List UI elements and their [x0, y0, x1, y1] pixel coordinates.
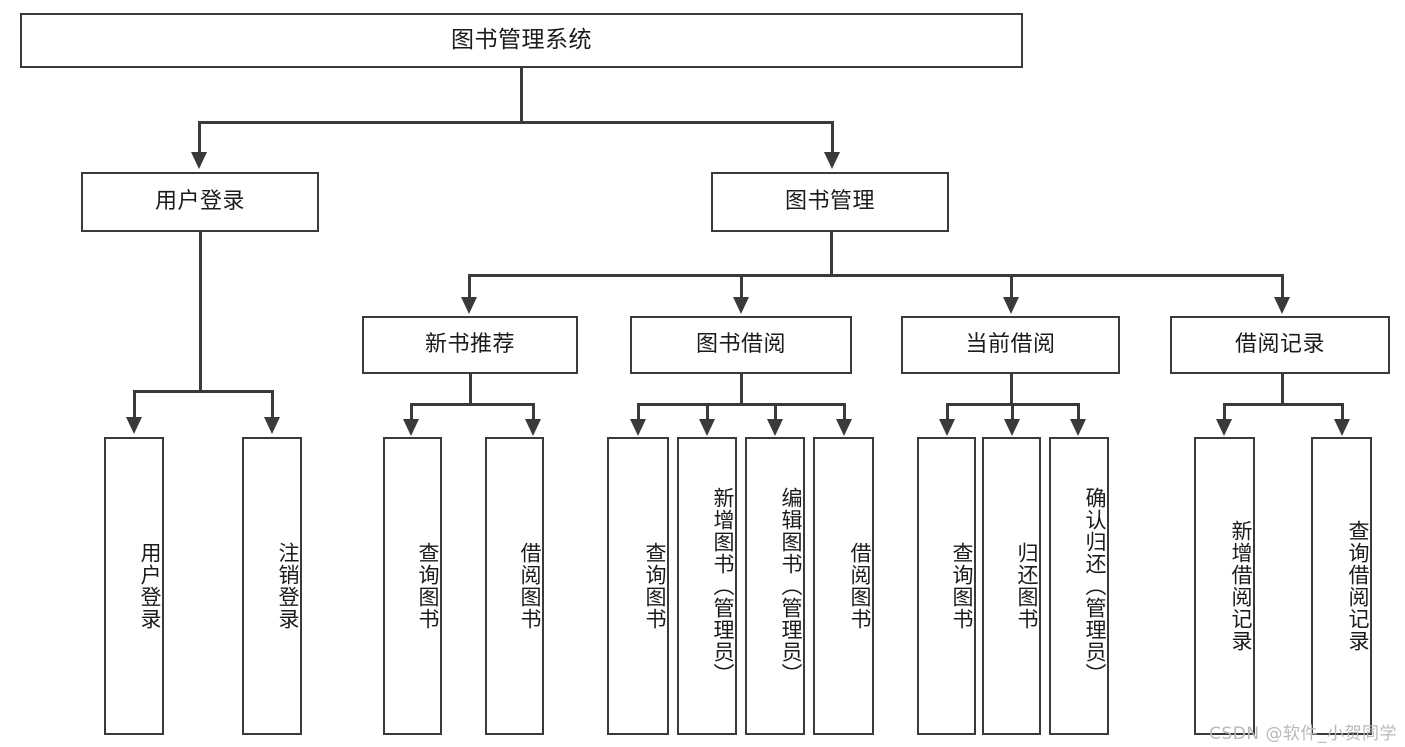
node-book-borrow[interactable]: 图书借阅	[630, 316, 852, 374]
arrowhead-leaf-borrow-book-2	[836, 419, 852, 436]
node-label: 借阅记录	[1234, 332, 1325, 358]
node-label: 查询图书	[950, 542, 974, 630]
node-label: 编辑图书（管理员）	[779, 487, 803, 685]
edge-to-book-borrow	[740, 274, 743, 298]
edge-new-book-recommend-bar	[410, 403, 534, 406]
edge-level3-bar	[468, 274, 1283, 277]
arrowhead-leaf-query-book-2	[630, 419, 646, 436]
edge-book-borrow-bar	[637, 403, 845, 406]
edge-to-leaf-query-record	[1341, 403, 1344, 420]
node-label: 查询图书	[416, 542, 440, 630]
edge-root-to-book-management	[831, 121, 834, 153]
node-leaf-edit-book[interactable]: 编辑图书（管理员）	[745, 437, 805, 735]
node-leaf-add-book[interactable]: 新增图书（管理员）	[677, 437, 737, 735]
node-label: 归还图书	[1015, 542, 1039, 630]
edge-to-leaf-borrow-book-2	[843, 403, 846, 420]
edge-user-login-stem	[199, 232, 202, 390]
node-label: 当前借阅	[965, 332, 1056, 358]
node-label: 新增借阅记录	[1229, 520, 1253, 652]
edge-to-leaf-borrow-book-1	[532, 403, 535, 420]
arrowhead-leaf-add-record	[1216, 419, 1232, 436]
node-label: 查询图书	[643, 542, 667, 630]
edge-to-new-book-recommend	[468, 274, 471, 298]
node-label: 借阅图书	[848, 542, 872, 630]
edge-to-leaf-user-login	[133, 390, 136, 418]
edge-to-leaf-query-book-3	[946, 403, 949, 420]
arrowhead-leaf-query-record	[1334, 419, 1350, 436]
node-book-management[interactable]: 图书管理	[711, 172, 949, 232]
node-label: 图书借阅	[695, 332, 786, 358]
arrowhead-leaf-return-book	[1004, 419, 1020, 436]
node-label: 确认归还（管理员）	[1083, 487, 1107, 685]
arrowhead-user-login	[191, 152, 207, 169]
node-label: 图书管理	[784, 189, 875, 215]
edge-book-borrow-stem	[740, 374, 743, 403]
edge-to-leaf-edit-book	[774, 403, 777, 420]
node-label: 新书推荐	[424, 332, 515, 358]
node-leaf-query-book-3[interactable]: 查询图书	[917, 437, 976, 735]
arrowhead-leaf-query-book-3	[939, 419, 955, 436]
arrowhead-leaf-confirm-return	[1070, 419, 1086, 436]
edge-to-leaf-query-book-2	[637, 403, 640, 420]
edge-to-leaf-logout	[271, 390, 274, 418]
edge-current-borrow-stem	[1010, 374, 1013, 403]
node-leaf-logout[interactable]: 注销登录	[242, 437, 302, 735]
edge-user-login-bar	[133, 390, 273, 393]
arrowhead-leaf-add-book	[699, 419, 715, 436]
node-leaf-confirm-return[interactable]: 确认归还（管理员）	[1049, 437, 1109, 735]
arrowhead-leaf-borrow-book-1	[525, 419, 541, 436]
arrowhead-book-borrow	[733, 297, 749, 314]
arrowhead-current-borrow	[1003, 297, 1019, 314]
node-label: 新增图书（管理员）	[711, 487, 735, 685]
edge-borrow-record-bar	[1223, 403, 1343, 406]
node-leaf-return-book[interactable]: 归还图书	[982, 437, 1041, 735]
node-label: 用户登录	[154, 189, 245, 215]
node-leaf-query-book-1[interactable]: 查询图书	[383, 437, 442, 735]
edge-new-book-recommend-stem	[469, 374, 472, 403]
node-user-login[interactable]: 用户登录	[81, 172, 319, 232]
watermark-label: CSDN @软件_小贺同学	[1209, 724, 1397, 744]
node-label: 借阅图书	[518, 542, 542, 630]
edge-to-leaf-return-book	[1011, 403, 1014, 420]
arrowhead-borrow-record	[1274, 297, 1290, 314]
node-new-book-recommend[interactable]: 新书推荐	[362, 316, 578, 374]
node-leaf-borrow-book-2[interactable]: 借阅图书	[813, 437, 874, 735]
arrowhead-leaf-edit-book	[767, 419, 783, 436]
node-leaf-add-record[interactable]: 新增借阅记录	[1194, 437, 1255, 735]
node-label: 图书管理系统	[451, 26, 592, 53]
edge-to-leaf-add-book	[706, 403, 709, 420]
node-borrow-record[interactable]: 借阅记录	[1170, 316, 1390, 374]
edge-root-stem	[520, 68, 523, 121]
arrowhead-leaf-user-login	[126, 417, 142, 434]
edge-to-leaf-query-book-1	[410, 403, 413, 420]
edge-to-leaf-add-record	[1223, 403, 1226, 420]
arrowhead-book-management	[824, 152, 840, 169]
node-root-book-management-system[interactable]: 图书管理系统	[20, 13, 1023, 68]
edge-to-borrow-record	[1281, 274, 1284, 298]
edge-borrow-record-stem	[1281, 374, 1284, 403]
edge-root-to-user-login	[198, 121, 201, 153]
node-current-borrow[interactable]: 当前借阅	[901, 316, 1120, 374]
arrowhead-leaf-logout	[264, 417, 280, 434]
node-leaf-borrow-book-1[interactable]: 借阅图书	[485, 437, 544, 735]
node-leaf-query-book-2[interactable]: 查询图书	[607, 437, 669, 735]
edge-to-leaf-confirm-return	[1077, 403, 1080, 420]
node-label: 注销登录	[276, 542, 300, 630]
node-label: 用户登录	[138, 542, 162, 630]
edge-to-current-borrow	[1010, 274, 1013, 298]
arrowhead-leaf-query-book-1	[403, 419, 419, 436]
node-leaf-query-record[interactable]: 查询借阅记录	[1311, 437, 1372, 735]
node-label: 查询借阅记录	[1346, 520, 1370, 652]
node-leaf-user-login[interactable]: 用户登录	[104, 437, 164, 735]
edge-book-management-stem	[830, 232, 833, 274]
edge-root-bar	[198, 121, 833, 124]
arrowhead-new-book-recommend	[461, 297, 477, 314]
